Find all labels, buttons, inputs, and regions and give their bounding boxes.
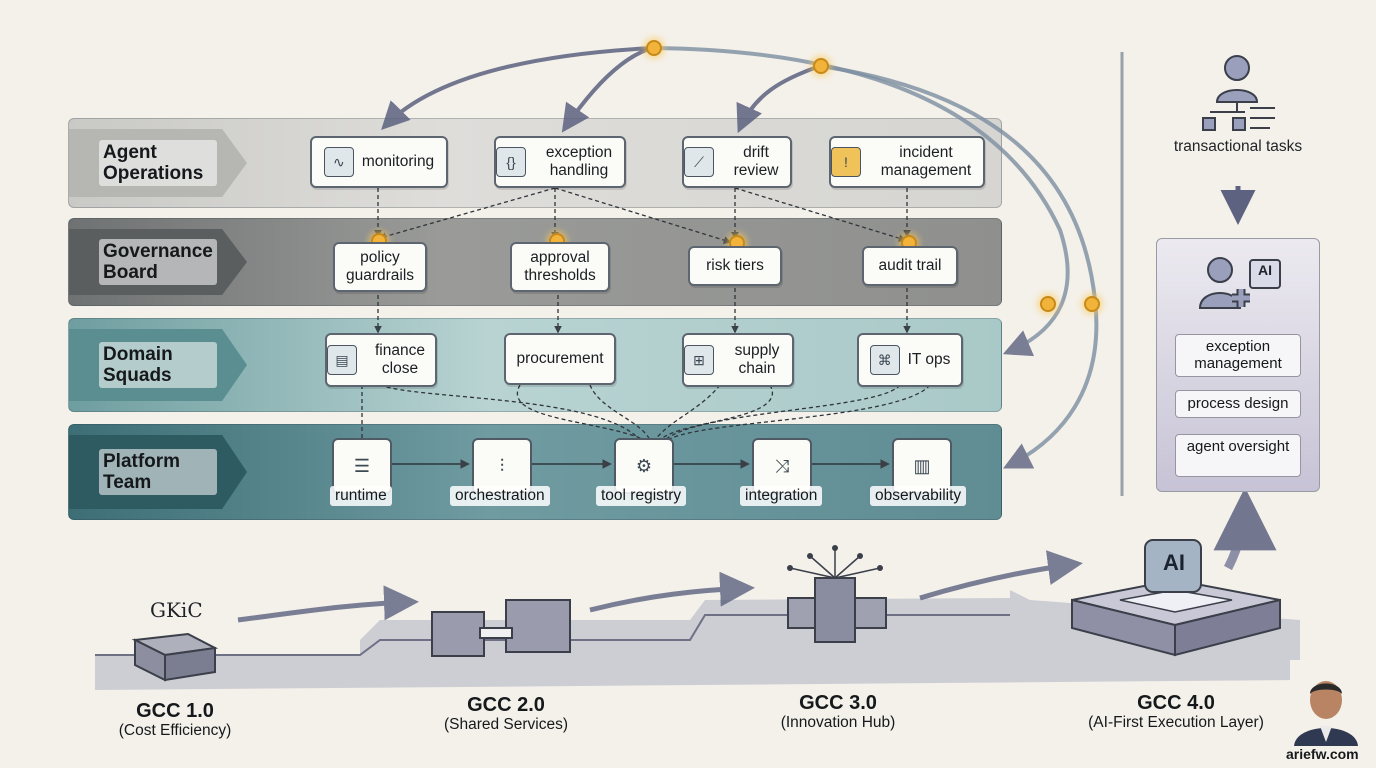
card-monitoring: ∿ monitoring	[310, 136, 448, 188]
label-integration: integration	[740, 486, 823, 506]
card-label: exception handling	[545, 144, 613, 179]
curve-arrow	[381, 46, 653, 131]
highlight-dot	[1084, 296, 1100, 312]
ai-chip-label: AI	[1258, 262, 1272, 278]
card-approval-thresholds: approval thresholds	[510, 242, 610, 292]
card-label: finance close	[375, 342, 425, 377]
pulse-icon: ∿	[323, 147, 354, 177]
stage-title-gcc-3: GCC 3.0	[799, 692, 877, 714]
stage-title-gcc-4: GCC 4.0	[1137, 692, 1215, 714]
label-tool-registry: tool registry	[596, 486, 687, 506]
stage1-cube	[131, 632, 219, 682]
lane-label-platform-team: Platform Team	[99, 449, 217, 495]
role-exception-management: exception management	[1175, 334, 1301, 377]
curve-arrow	[651, 46, 1070, 357]
role-process-design: process design	[1175, 390, 1301, 418]
stage-subtitle-gcc-3: (Innovation Hub)	[780, 714, 896, 731]
person-ai-plus-icon	[1198, 257, 1281, 309]
card-incident-management: ! incident management	[829, 136, 985, 188]
lane-label-agent-operations: Agent Operations	[99, 140, 217, 186]
highlight-dot	[1040, 296, 1056, 312]
curve-arrow	[561, 46, 653, 133]
trend-chart-icon: ⟋	[684, 147, 714, 177]
sliders-icon: ⫶	[472, 438, 532, 494]
shuffle-icon: ⤨	[752, 438, 812, 494]
card-label: monitoring	[361, 153, 435, 170]
card-label: approval thresholds	[524, 249, 596, 284]
card-drift-review: ⟋ drift review	[682, 136, 792, 188]
label-observability: observability	[870, 486, 967, 506]
stage2-cubes	[431, 599, 571, 657]
stage-subtitle-gcc-1: (Cost Efficiency)	[118, 722, 232, 739]
stage-subtitle-gcc-4: (AI-First Execution Layer)	[1088, 714, 1264, 731]
card-exception-handling: {} exception handling	[494, 136, 626, 188]
card-policy-guardrails: policy guardrails	[333, 242, 427, 292]
stage4-platform	[1071, 539, 1281, 657]
lane-tag: Platform Team	[69, 435, 247, 509]
stage-subtitle-gcc-2: (Shared Services)	[443, 716, 569, 733]
highlight-dot	[646, 40, 662, 56]
label-orchestration: orchestration	[450, 486, 550, 506]
lane-label-domain-squads: Domain Squads	[99, 342, 217, 388]
person-hierarchy-icon	[1202, 55, 1275, 131]
lane-tag: Domain Squads	[69, 329, 247, 401]
label-runtime: runtime	[330, 486, 392, 506]
documents-icon: ▤	[327, 345, 357, 375]
card-label: drift review	[733, 144, 779, 179]
card-audit-trail: audit trail	[862, 246, 958, 286]
stage-title-gcc-1: GCC 1.0	[136, 700, 214, 722]
card-label: IT ops	[907, 351, 951, 368]
card-finance-close: ▤ finance close	[325, 333, 437, 387]
warning-icon: !	[831, 147, 861, 177]
curve-arrow	[736, 64, 821, 134]
card-procurement: procurement	[504, 333, 616, 385]
registry-toggles-icon: ⚙	[614, 438, 674, 494]
card-it-ops: ⌘ IT ops	[857, 333, 963, 387]
lane-tag: Governance Board	[69, 229, 247, 295]
lane-label-governance-board: Governance Board	[99, 239, 217, 285]
card-label: audit trail	[878, 257, 942, 274]
stage-title-gcc-2: GCC 2.0	[467, 694, 545, 716]
hierarchy-icon: ⊞	[684, 345, 714, 375]
highlight-dot	[813, 58, 829, 74]
author-avatar	[1290, 660, 1362, 746]
card-label: policy guardrails	[345, 249, 415, 284]
network-icon: ⌘	[869, 345, 900, 375]
card-label: procurement	[516, 350, 604, 367]
stage1-box-label: GKiC	[150, 598, 203, 622]
card-risk-tiers: risk tiers	[688, 246, 782, 286]
card-label: risk tiers	[706, 257, 764, 274]
watermark-text: ariefw.com	[1286, 746, 1359, 762]
label-transactional-tasks: transactional tasks	[1173, 138, 1303, 155]
lane-tag: Agent Operations	[69, 129, 247, 197]
code-window-icon: {}	[496, 147, 526, 177]
card-label: supply chain	[734, 342, 780, 377]
card-supply-chain: ⊞ supply chain	[682, 333, 794, 387]
card-label: incident management	[880, 144, 972, 179]
role-agent-oversight: agent oversight	[1175, 434, 1301, 477]
stage4-ai-label: AI	[1163, 550, 1185, 575]
curve-arrow	[819, 64, 1099, 469]
stage3-hub	[787, 545, 887, 643]
